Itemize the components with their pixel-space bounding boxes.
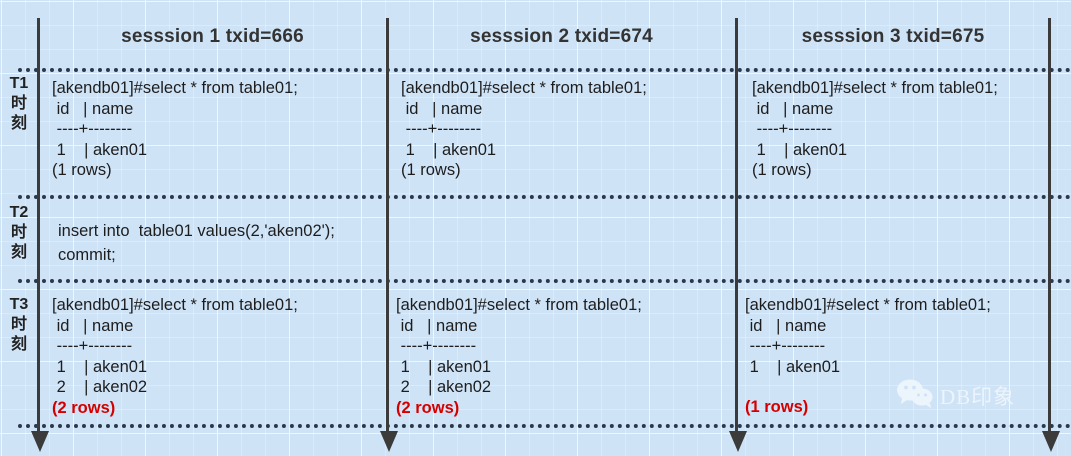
cell-t2-session1: insert into table01 values(2,'aken02'); c… bbox=[58, 219, 335, 267]
time-label-t2-char1: 时 bbox=[10, 224, 27, 241]
cell-line: [akendb01]#select * from table01; bbox=[745, 296, 991, 314]
cell-line: [akendb01]#select * from table01; bbox=[396, 296, 642, 314]
cell-line: 1 | aken01 bbox=[401, 140, 497, 159]
time-label-t1-char2: 刻 bbox=[10, 115, 27, 132]
cell-line: 1 | aken01 bbox=[745, 357, 841, 376]
cell-line: [akendb01]#select * from table01; bbox=[401, 79, 647, 97]
cell-rowcount: (1 rows) bbox=[401, 161, 461, 179]
cell-t3-session2: [akendb01]#select * from table01; id | n… bbox=[396, 295, 642, 418]
cell-line: 1 | aken01 bbox=[52, 357, 148, 376]
cell-t1-session1: [akendb01]#select * from table01; id | n… bbox=[52, 78, 298, 181]
cell-line: 2 | aken02 bbox=[396, 378, 492, 396]
time-label-t3-code: T3 bbox=[9, 296, 29, 313]
time-label-t3: T3 时 刻 bbox=[2, 295, 36, 355]
cell-t1-session3: [akendb01]#select * from table01; id | n… bbox=[752, 78, 998, 181]
cell-line: 2 | aken02 bbox=[52, 378, 148, 396]
cell-line: id | name bbox=[401, 99, 483, 118]
cell-rowcount: (1 rows) bbox=[52, 161, 112, 179]
timeline-arrow-session1-session2 bbox=[380, 18, 398, 452]
arrow-head-icon bbox=[729, 431, 747, 452]
arrow-head-icon bbox=[31, 431, 49, 452]
band-separator-t1-t2 bbox=[18, 195, 1071, 199]
cell-line: id | name bbox=[52, 99, 134, 118]
time-label-t1-code: T1 bbox=[9, 75, 29, 92]
cell-line: [akendb01]#select * from table01; bbox=[52, 296, 298, 314]
cell-line: 1 | aken01 bbox=[752, 140, 848, 159]
cell-line: [akendb01]#select * from table01; bbox=[752, 79, 998, 97]
cell-rowcount: (1 rows) bbox=[752, 161, 812, 179]
cell-line: ----+-------- bbox=[745, 337, 826, 355]
session-header-2: sesssion 2 txid=674 bbox=[470, 26, 653, 47]
cell-line: ----+-------- bbox=[401, 120, 482, 138]
time-label-t2-char2: 刻 bbox=[10, 244, 27, 261]
cell-rowcount: (1 rows) bbox=[745, 398, 809, 416]
cell-line: ----+-------- bbox=[52, 337, 133, 355]
arrow-head-icon bbox=[380, 431, 398, 452]
cell-rowcount: (2 rows) bbox=[396, 398, 460, 417]
timeline-arrow-session2-session3 bbox=[729, 18, 747, 452]
cell-line: [akendb01]#select * from table01; bbox=[52, 79, 298, 97]
time-label-t1-char1: 时 bbox=[10, 95, 27, 112]
cell-t1-session2: [akendb01]#select * from table01; id | n… bbox=[401, 78, 647, 181]
cell-t3-session1: [akendb01]#select * from table01; id | n… bbox=[52, 295, 298, 418]
cell-line: id | name bbox=[52, 316, 134, 335]
cell-rowcount: (2 rows) bbox=[52, 398, 116, 417]
timeline-arrow-right bbox=[1042, 18, 1060, 452]
cell-line: ----+-------- bbox=[396, 337, 477, 355]
band-separator-bottom bbox=[18, 424, 1071, 428]
session-header-1: sesssion 1 txid=666 bbox=[121, 26, 304, 47]
cell-line: ----+-------- bbox=[752, 120, 833, 138]
cell-line: 1 | aken01 bbox=[396, 357, 492, 376]
time-label-t2-code: T2 bbox=[9, 204, 29, 221]
cell-line: ----+-------- bbox=[52, 120, 133, 138]
cell-line: 1 | aken01 bbox=[52, 140, 148, 159]
time-label-t1: T1 时 刻 bbox=[2, 74, 36, 134]
cell-line: commit; bbox=[58, 246, 116, 264]
cell-line: id | name bbox=[752, 99, 834, 118]
cell-line: id | name bbox=[396, 316, 478, 335]
arrow-head-icon bbox=[1042, 431, 1060, 452]
session-header-3: sesssion 3 txid=675 bbox=[801, 26, 985, 47]
time-label-t2: T2 时 刻 bbox=[2, 203, 36, 263]
cell-line: insert into table01 values(2,'aken02'); bbox=[58, 222, 335, 240]
timeline-arrow-left bbox=[31, 18, 49, 452]
time-label-t3-char2: 刻 bbox=[10, 336, 27, 353]
cell-line: id | name bbox=[745, 316, 827, 335]
cell-t3-session3: [akendb01]#select * from table01; id | n… bbox=[745, 295, 991, 418]
band-separator-t2-t3 bbox=[18, 279, 1071, 283]
band-separator-top bbox=[18, 68, 1071, 72]
time-label-t3-char1: 时 bbox=[10, 316, 27, 333]
